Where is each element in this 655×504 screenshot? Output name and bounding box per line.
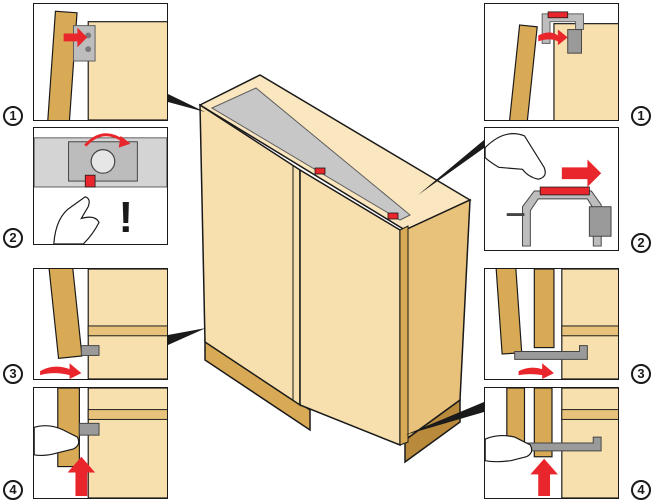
step-number-right-3: 3 <box>631 364 651 384</box>
push-arrow-icon <box>40 363 82 379</box>
red-clip <box>547 11 569 19</box>
red-clip <box>539 186 590 196</box>
panel-right-2-drawing <box>485 133 612 247</box>
door-panel-lower <box>48 269 83 360</box>
sliding-track <box>210 87 411 221</box>
leader-right-4 <box>405 402 484 435</box>
panel-right-3 <box>484 268 619 380</box>
hand-icon <box>53 196 100 244</box>
door-panel <box>508 24 538 120</box>
track-stop-red-1 <box>314 167 326 175</box>
shelf-rail <box>561 409 618 420</box>
cabinet-base-board <box>87 269 167 379</box>
finger-icon <box>485 133 546 180</box>
door-panel-inner <box>533 269 555 349</box>
cabinet-base-board <box>561 269 618 379</box>
panel-left-4 <box>33 387 168 499</box>
red-lever <box>84 174 96 188</box>
panel-left-4-drawing <box>34 388 167 498</box>
shelf-rail <box>87 325 167 337</box>
hinge-bracket <box>541 13 584 44</box>
cabinet-top-board <box>87 21 167 120</box>
push-arrow-icon <box>63 27 88 48</box>
push-arrow-icon <box>67 456 96 497</box>
track-stop-red-2 <box>387 212 399 220</box>
guide-fitting <box>78 422 100 436</box>
roller-wheel <box>90 149 116 174</box>
cabinet-illustration <box>198 74 472 464</box>
panel-right-3-drawing <box>495 269 618 379</box>
step-number-right-1: 1 <box>631 106 651 126</box>
step-number-right-4: 4 <box>631 480 651 500</box>
shelf-rail <box>87 409 167 420</box>
panel-right-1 <box>484 3 619 121</box>
door-edge <box>399 225 409 446</box>
step-number-right-2: 2 <box>631 233 651 253</box>
door-panel <box>46 10 78 120</box>
panel-right-2 <box>484 127 619 251</box>
push-arrow-icon <box>530 458 558 497</box>
cabinet-base-board <box>87 388 167 498</box>
hinge-bracket <box>72 25 96 62</box>
push-arrow-icon <box>561 159 602 188</box>
push-arrow-icon <box>518 363 554 379</box>
panel-right-4-drawing <box>485 388 618 498</box>
guide-fitting <box>514 345 588 360</box>
step-number-left-1: 1 <box>3 106 23 126</box>
step-number-left-4: 4 <box>3 480 23 500</box>
hinge-screw-2 <box>85 46 92 53</box>
panel-right-1-drawing <box>508 11 618 120</box>
leader-right-1 <box>418 140 484 195</box>
panel-left-3 <box>33 268 168 380</box>
guide-fitting <box>80 345 100 356</box>
hinge-block <box>567 29 582 54</box>
panel-left-3-drawing <box>40 269 167 379</box>
leader-left-3 <box>168 328 206 345</box>
shelf-rail <box>561 325 618 337</box>
push-arrow-icon <box>538 29 568 46</box>
door-panel-inner <box>533 388 553 458</box>
door-panel-outer <box>495 269 523 355</box>
panel-left-1 <box>33 3 168 121</box>
step-number-left-3: 3 <box>3 364 23 384</box>
panel-left-2-drawing: ! <box>34 133 167 244</box>
panel-right-4 <box>484 387 619 499</box>
warning-exclamation-icon: ! <box>119 194 133 242</box>
hand-icon <box>485 434 533 463</box>
step-number-left-2: 2 <box>3 228 23 248</box>
hand-icon <box>34 425 80 457</box>
door-panel-lower <box>57 388 80 468</box>
leader-left-1 <box>168 94 205 112</box>
panel-left-2: ! <box>33 127 168 245</box>
panel-left-1-drawing <box>46 10 167 120</box>
hinge-block <box>588 206 612 237</box>
rotate-arrow-head <box>118 135 131 148</box>
